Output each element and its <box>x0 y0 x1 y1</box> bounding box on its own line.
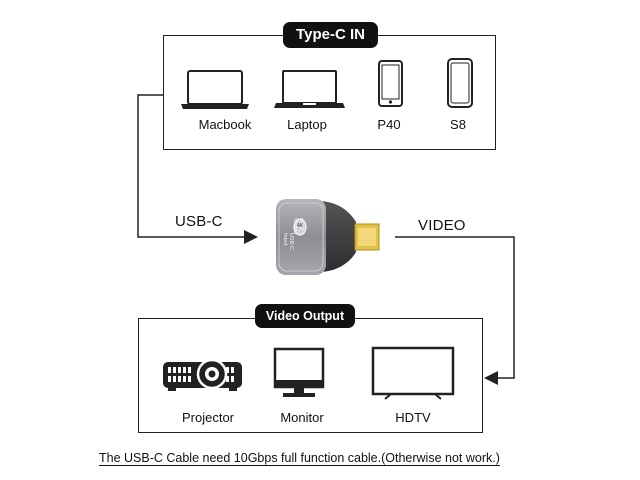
footer-note: The USB-C Cable need 10Gbps full functio… <box>99 451 500 465</box>
device-label-macbook: Macbook <box>198 117 252 132</box>
device-label-s8: S8 <box>450 117 466 132</box>
device-label-projector: Projector <box>181 410 235 425</box>
device-label-monitor: Monitor <box>280 410 324 425</box>
input-panel-title: Type-C IN <box>283 22 378 48</box>
device-label-p40: P40 <box>377 117 401 132</box>
adapter-text-4k: 4K <box>297 223 304 229</box>
usb-c-flow-line <box>137 94 245 238</box>
usb-c-arrow-icon <box>244 230 258 244</box>
device-label-laptop: Laptop <box>287 117 327 132</box>
video-label: VIDEO <box>418 217 466 234</box>
video-flow-line <box>395 236 515 379</box>
usb-c-label: USB-C <box>175 213 223 230</box>
output-panel-title: Video Output <box>255 304 355 328</box>
device-label-hdtv: HDTV <box>395 410 431 425</box>
video-arrow-icon <box>484 371 498 385</box>
